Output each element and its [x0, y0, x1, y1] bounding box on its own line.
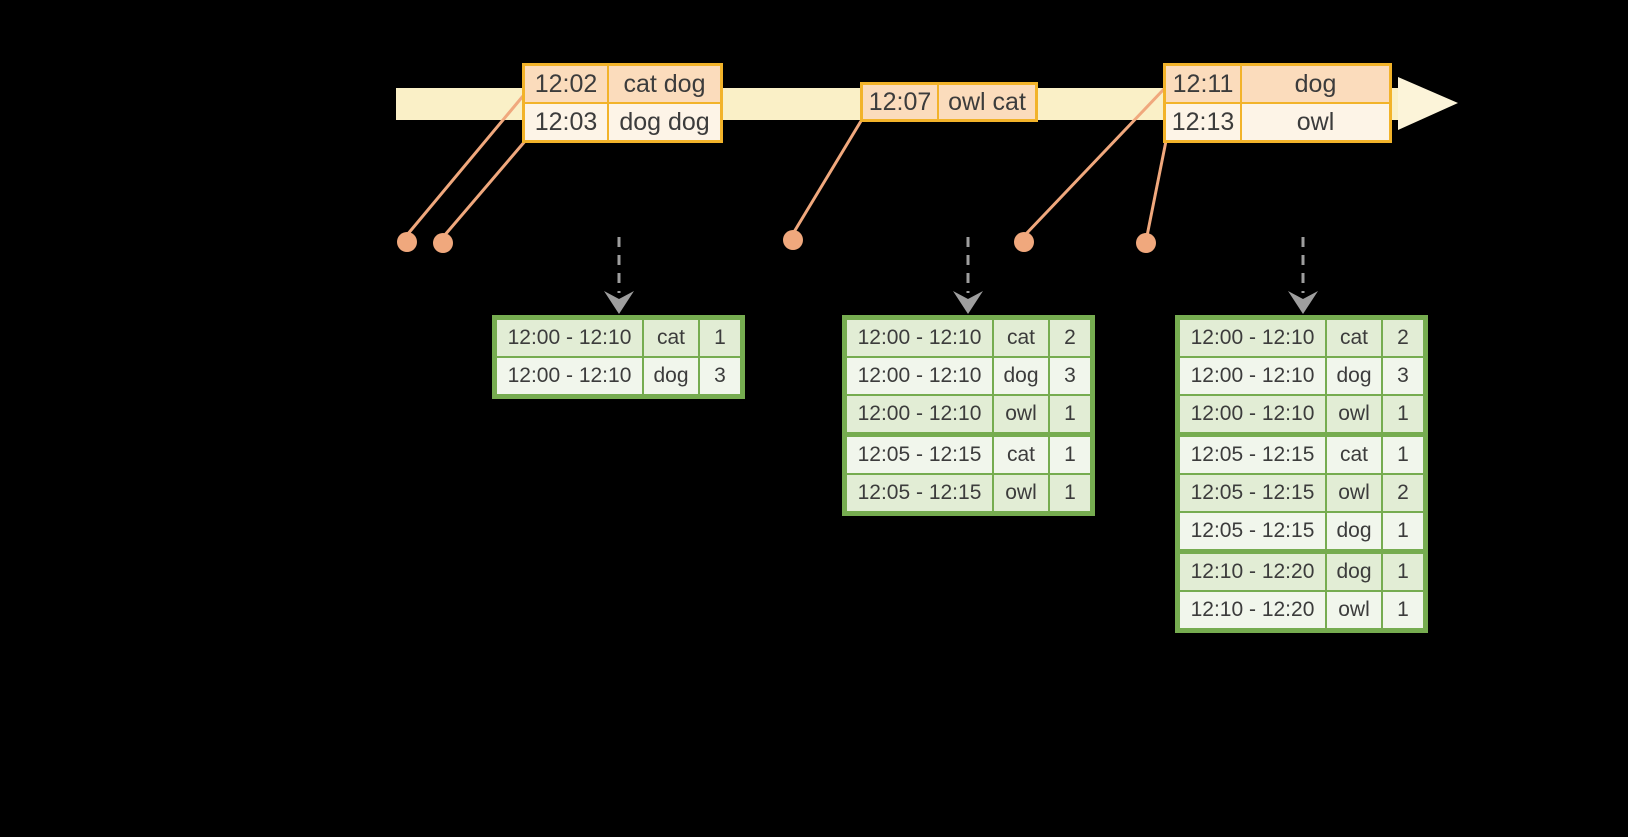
count-cell: 3 [1050, 358, 1090, 394]
count-cell: 1 [1383, 513, 1423, 549]
count-cell: 1 [1383, 396, 1423, 432]
count-cell: 1 [1050, 396, 1090, 432]
event-dot [1014, 232, 1034, 252]
window-cell: 12:05 - 12:15 [1180, 475, 1325, 511]
word-cell: cat [994, 320, 1048, 356]
trigger-arrows [604, 237, 1318, 314]
event-words: owl cat [939, 85, 1035, 119]
window-cell: 12:05 - 12:15 [847, 437, 992, 473]
event-time: 12:11 [1166, 66, 1240, 102]
event-dot [1136, 233, 1156, 253]
window-cell: 12:05 - 12:15 [847, 475, 992, 511]
window-cell: 12:00 - 12:10 [1180, 320, 1325, 356]
word-cell: cat [644, 320, 698, 356]
count-cell: 2 [1383, 475, 1423, 511]
window-cell: 12:00 - 12:10 [847, 320, 992, 356]
window-cell: 12:00 - 12:10 [497, 358, 642, 394]
count-cell: 1 [1050, 475, 1090, 511]
event-time-dots [397, 230, 1156, 253]
event-words: dog dog [609, 104, 720, 140]
event-time: 12:13 [1166, 104, 1240, 140]
word-cell: dog [1327, 358, 1381, 394]
event-dot [783, 230, 803, 250]
event-dot [397, 232, 417, 252]
connector-line [1145, 130, 1170, 237]
word-cell: cat [994, 437, 1048, 473]
word-cell: owl [1327, 592, 1381, 628]
word-cell: dog [1327, 554, 1381, 590]
window-cell: 12:00 - 12:10 [1180, 396, 1325, 432]
word-cell: owl [994, 475, 1048, 511]
event-connector-lines [405, 87, 1170, 237]
window-cell: 12:10 - 12:20 [1180, 592, 1325, 628]
count-cell: 1 [1383, 554, 1423, 590]
word-cell: dog [994, 358, 1048, 394]
window-cell: 12:00 - 12:10 [497, 320, 642, 356]
count-cell: 3 [1383, 358, 1423, 394]
event-time: 12:07 [863, 85, 937, 119]
event-words: dog [1242, 66, 1389, 102]
window-cell: 12:05 - 12:15 [1180, 437, 1325, 473]
word-cell: cat [1327, 437, 1381, 473]
event-words: cat dog [609, 66, 720, 102]
connector-line [1023, 87, 1166, 237]
word-cell: cat [1327, 320, 1381, 356]
word-cell: owl [1327, 396, 1381, 432]
window-cell: 12:00 - 12:10 [847, 396, 992, 432]
word-cell: owl [1327, 475, 1381, 511]
count-cell: 3 [700, 358, 740, 394]
count-cell: 1 [1050, 437, 1090, 473]
window-cell: 12:05 - 12:15 [1180, 513, 1325, 549]
word-cell: dog [644, 358, 698, 394]
event-time: 12:03 [525, 104, 607, 140]
word-cell: dog [1327, 513, 1381, 549]
count-cell: 2 [1050, 320, 1090, 356]
event-words: owl [1242, 104, 1389, 140]
event-dot [433, 233, 453, 253]
window-cell: 12:10 - 12:20 [1180, 554, 1325, 590]
count-cell: 2 [1383, 320, 1423, 356]
count-cell: 1 [1383, 437, 1423, 473]
window-cell: 12:00 - 12:10 [847, 358, 992, 394]
timeline-arrowhead-icon [1398, 77, 1458, 130]
window-cell: 12:00 - 12:10 [1180, 358, 1325, 394]
word-cell: owl [994, 396, 1048, 432]
connector-line [792, 120, 863, 233]
trigger-arrowhead-icon [953, 291, 983, 314]
event-time: 12:02 [525, 66, 607, 102]
connector-line [405, 95, 525, 236]
trigger-arrowhead-icon [1288, 291, 1318, 314]
connector-line [442, 139, 528, 237]
count-cell: 1 [700, 320, 740, 356]
count-cell: 1 [1383, 592, 1423, 628]
trigger-arrowhead-icon [604, 291, 634, 314]
